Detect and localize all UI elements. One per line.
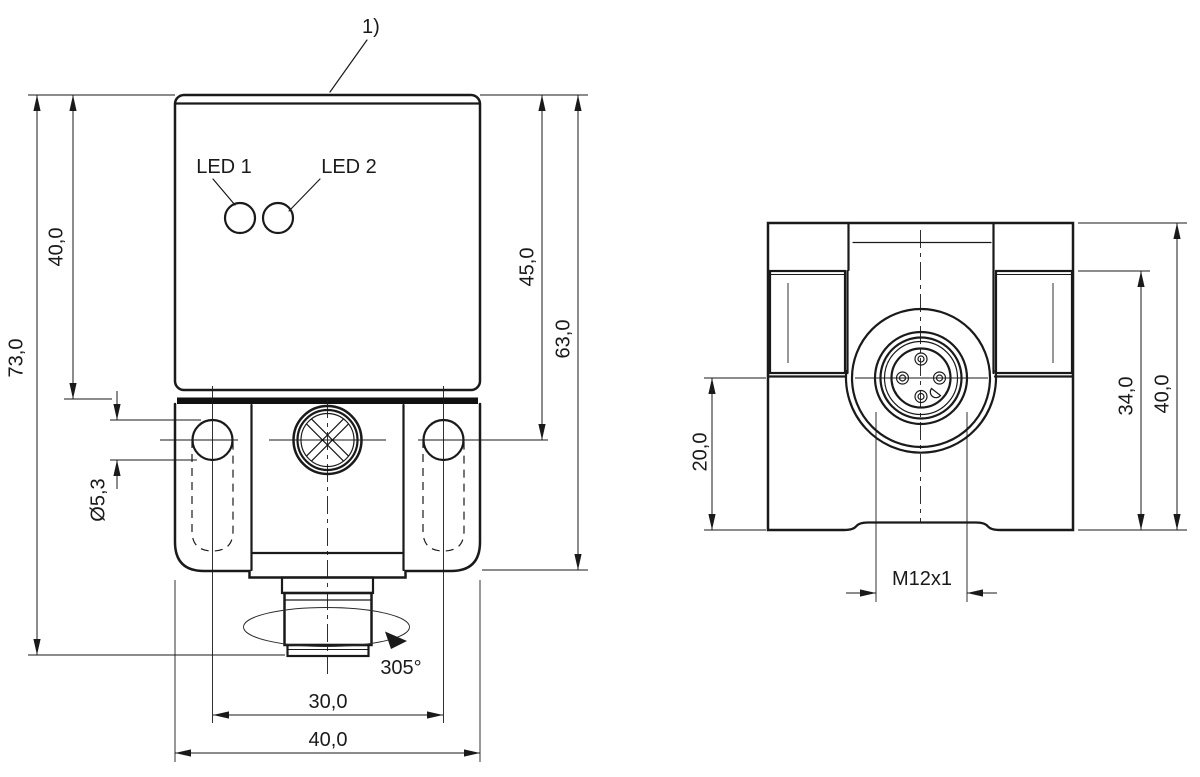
bottom-notch (842, 521, 1002, 532)
side-view (766, 221, 1075, 532)
thread-label: M12x1 (892, 568, 952, 590)
led1-circle (223, 201, 257, 235)
dim-40-width-label: 40,0 (309, 729, 348, 751)
dim-20-label: 20,0 (689, 433, 711, 472)
connector-keyway-notch (929, 387, 942, 399)
led2-circle (261, 201, 295, 235)
front-dimensions: 73,0 40,0 Ø5,3 45,0 63,0 30,0 40,0 (5, 94, 588, 762)
slot-hidden-right (422, 440, 465, 552)
side-body-outline (766, 221, 1075, 532)
led2-label: LED 2 (321, 156, 377, 178)
clamp-block-left (768, 269, 849, 375)
m12-connector (844, 307, 998, 454)
dim-34-label: 34,0 (1115, 377, 1137, 416)
clamp-block-right (992, 269, 1074, 375)
dim-hole-dia-label: Ø5,3 (87, 478, 109, 521)
dim-63-label: 63,0 (552, 320, 574, 359)
dim-40-side-label: 40,0 (1151, 375, 1173, 414)
footnote-leader-line (329, 39, 368, 93)
dim-73-label: 73,0 (5, 339, 27, 378)
led1-leader-line (212, 178, 236, 206)
dim-40-body-label: 40,0 (45, 228, 67, 267)
sensor-body-outline (173, 93, 482, 392)
front-connector (243, 576, 410, 658)
rotation-angle-label: 305° (380, 657, 421, 679)
footnote-label: 1) (362, 16, 380, 38)
slot-hidden-left (191, 440, 234, 552)
rotation-arrowhead (385, 631, 407, 649)
dim-30-label: 30,0 (309, 691, 348, 713)
led2-leader-line (288, 178, 321, 212)
connector-pocket-arc (844, 369, 998, 454)
rotation-arc (243, 607, 410, 647)
dim-45-label: 45,0 (516, 248, 538, 287)
front-view (160, 39, 548, 723)
led1-label: LED 1 (196, 156, 252, 178)
side-dimensions: 20,0 34,0 40,0 M12x1 (689, 222, 1187, 602)
